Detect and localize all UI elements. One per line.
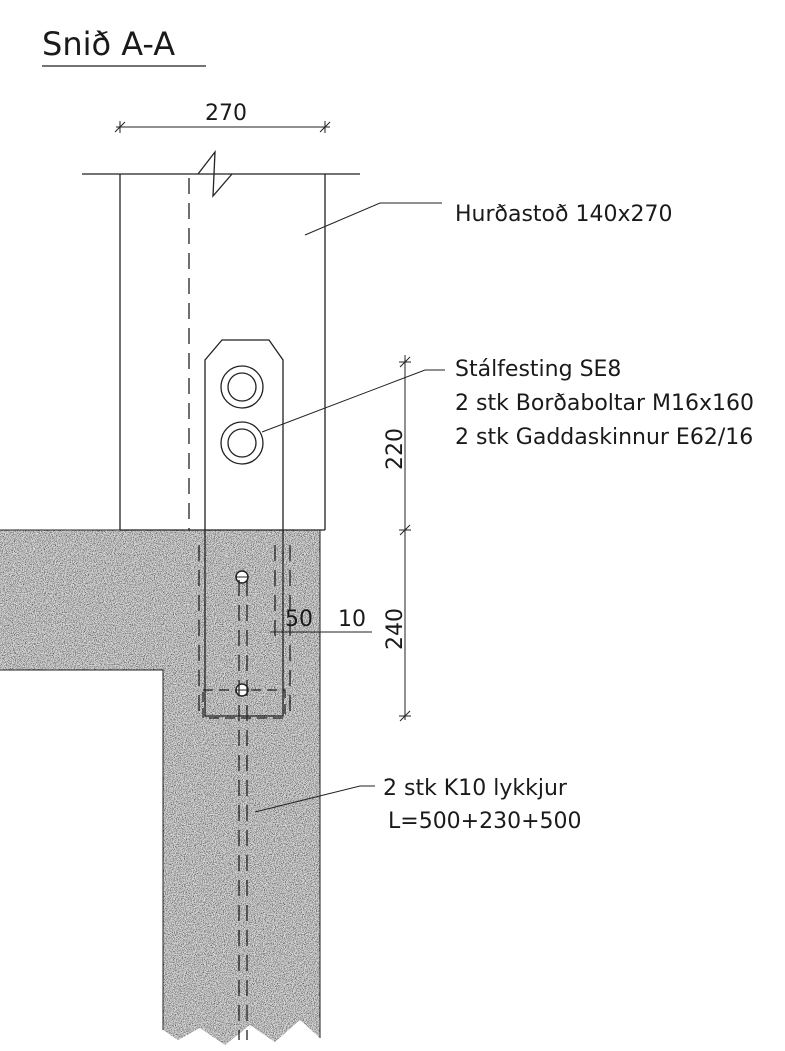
cover-label: 10	[338, 607, 366, 632]
section-title: Snið A-A	[42, 25, 175, 63]
edge-dimension: 50 10	[270, 607, 372, 638]
bolt-upper	[220, 365, 264, 409]
post-leader	[304, 202, 442, 236]
anchor-holes	[235, 570, 249, 697]
embed-depth-label: 240	[383, 608, 408, 650]
width-dimension: 270	[114, 101, 331, 133]
width-dim-label: 270	[205, 101, 247, 126]
rebar-leader	[254, 785, 375, 813]
door-post	[82, 149, 360, 531]
steel-bracket	[188, 178, 291, 719]
plate-height-label: 220	[383, 428, 408, 470]
bracket-label-line2: 2 stk Borðaboltar M16x160	[455, 391, 754, 416]
rebar-label-line2: L=500+230+500	[388, 809, 582, 834]
rebar-loops	[238, 580, 248, 1040]
break-symbol	[197, 149, 233, 198]
bracket-leader	[261, 369, 445, 433]
edge-dist-label: 50	[285, 607, 313, 632]
vertical-dimensions: 220 240	[383, 355, 411, 722]
post-label: Hurðastoð 140x270	[455, 202, 672, 227]
bolt-lower	[220, 421, 264, 465]
concrete-foundation	[0, 529, 321, 1045]
bracket-label-line1: Stálfesting SE8	[455, 357, 621, 382]
bracket-label-line3: 2 stk Gaddaskinnur E62/16	[455, 425, 753, 450]
rebar-label-line1: 2 stk K10 lykkjur	[383, 776, 568, 801]
